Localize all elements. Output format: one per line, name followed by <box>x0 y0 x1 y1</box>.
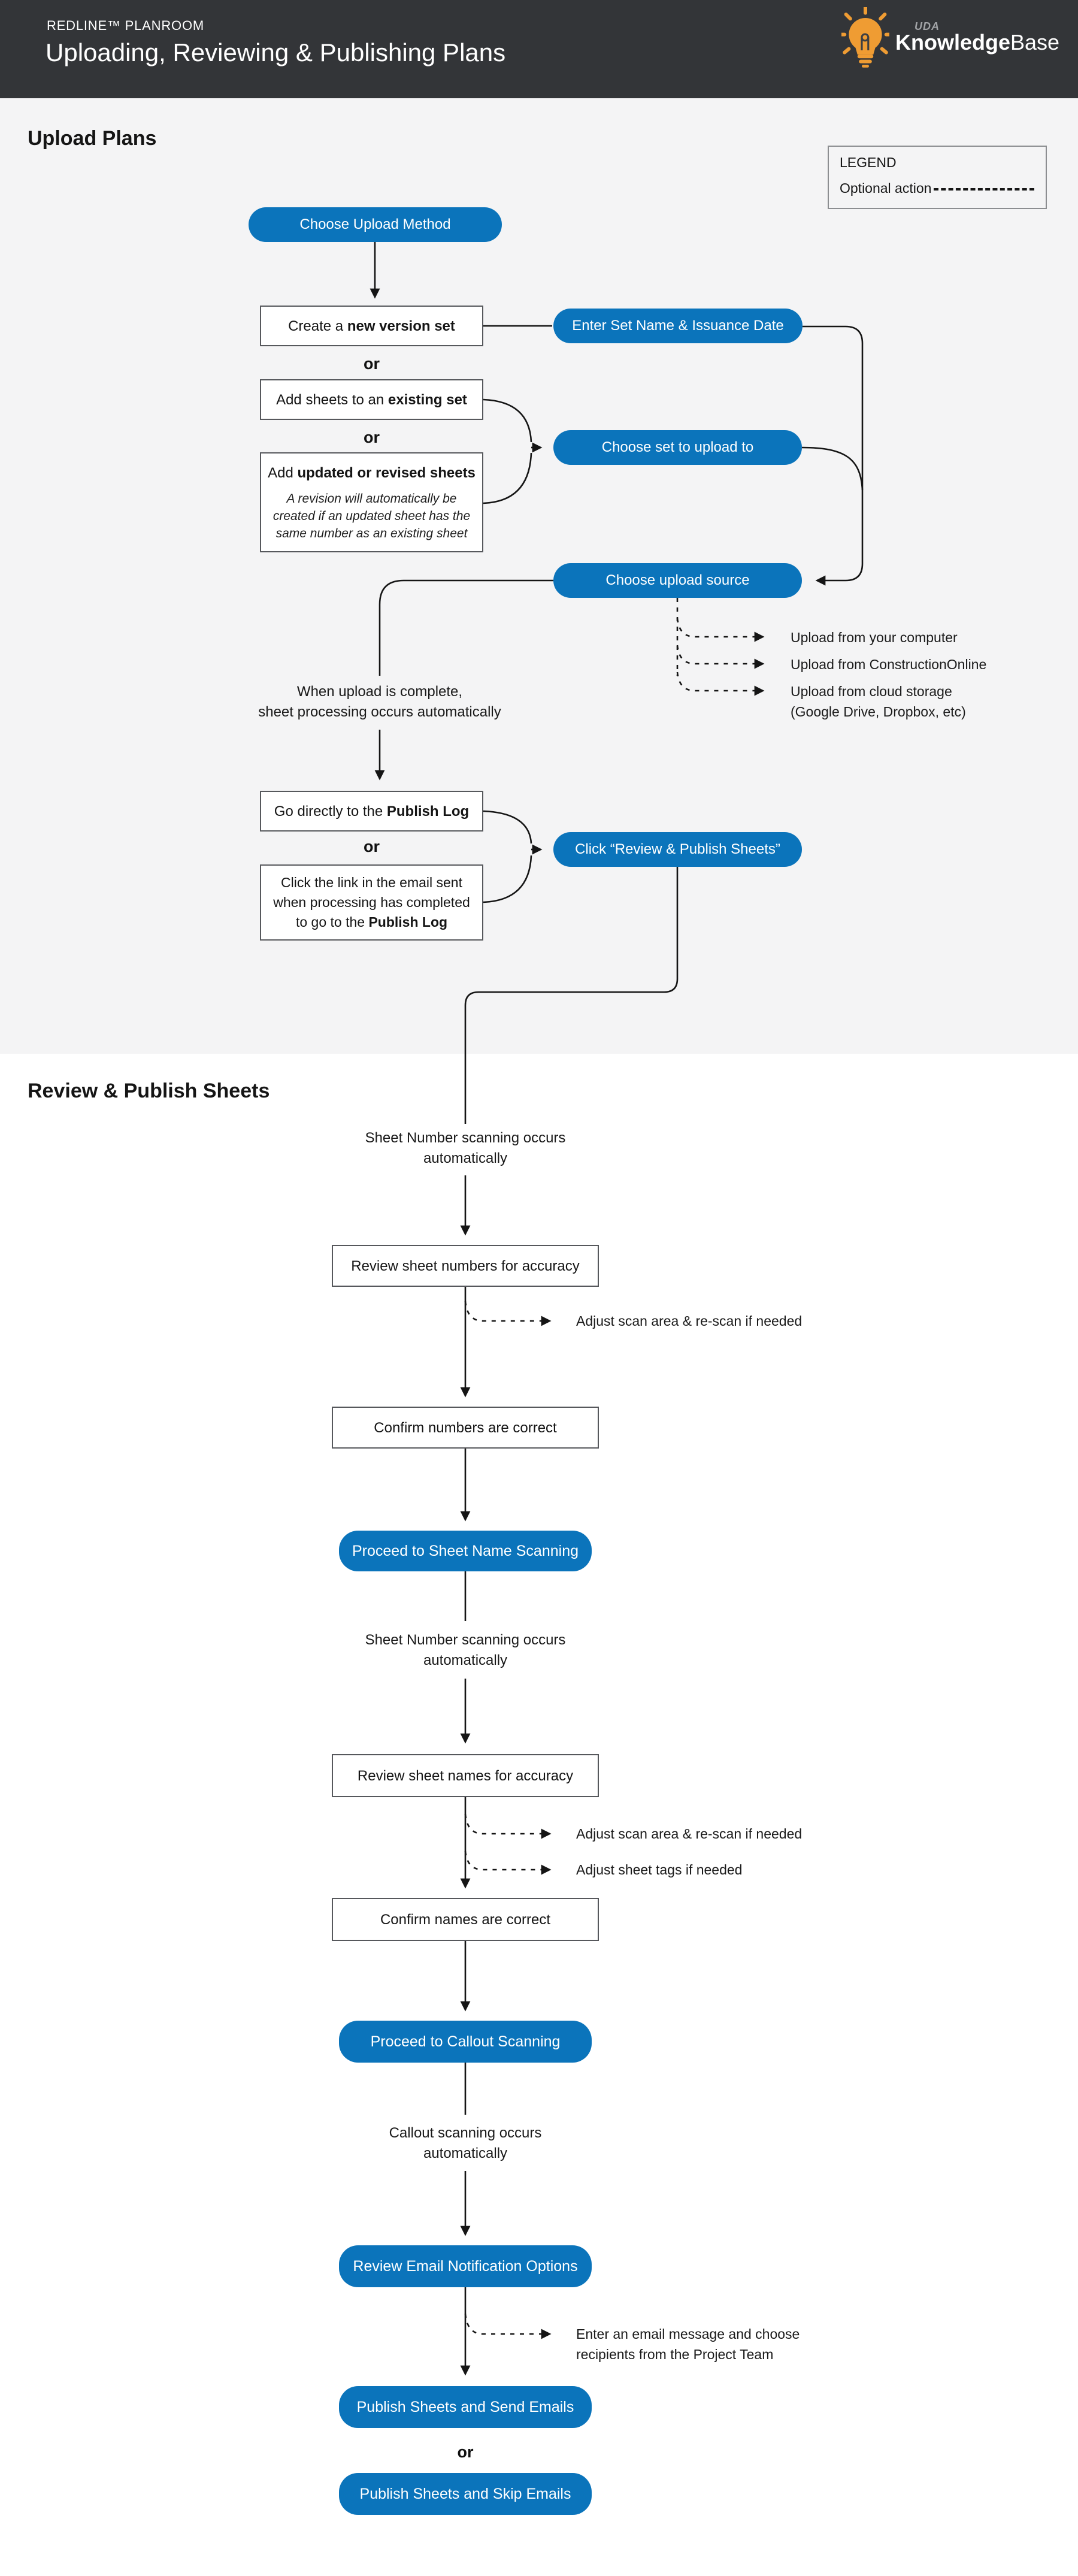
adjust-sheet-tags-note: Adjust sheet tags if needed <box>576 1862 743 1877</box>
adjust-rescan-note-2: Adjust scan area & re-scan if needed <box>576 1826 803 1842</box>
choose-upload-source-button[interactable]: Choose upload source <box>553 563 802 598</box>
legend-optional-action-label: Optional action <box>840 180 932 196</box>
confirm-names-step: Confirm names are correct <box>332 1898 599 1941</box>
legend-box: LEGEND Optional action <box>828 146 1047 209</box>
choose-set-upload-button[interactable]: Choose set to upload to <box>553 430 802 465</box>
publish-send-emails-button[interactable]: Publish Sheets and Send Emails <box>339 2386 592 2428</box>
create-new-version-set-step: Create a new version set <box>260 306 483 346</box>
review-publish-heading: Review & Publish Sheets <box>28 1080 270 1102</box>
confirm-numbers-step: Confirm numbers are correct <box>332 1407 599 1449</box>
legend-title: LEGEND <box>840 155 897 170</box>
add-updated-sheets-step: Add updated or revised sheets A revision… <box>260 452 483 552</box>
revision-note: A revision will automatically be created… <box>272 492 471 540</box>
knowledgebase-logo: UDA KnowledgeBase <box>841 6 1063 84</box>
page-header: REDLINE™ PLANROOM Uploading, Reviewing &… <box>0 0 1078 98</box>
review-sheet-numbers-step: Review sheet numbers for accuracy <box>332 1245 599 1287</box>
logo-knowledgebase-text: KnowledgeBase <box>895 30 1060 55</box>
upload-plans-section <box>0 98 1078 1054</box>
add-sheets-existing-set-step: Add sheets to an existing set <box>260 379 483 420</box>
click-review-publish-button[interactable]: Click “Review & Publish Sheets” <box>553 832 802 867</box>
page-title: Uploading, Reviewing & Publishing Plans <box>46 38 506 66</box>
adjust-rescan-note-1: Adjust scan area & re-scan if needed <box>576 1313 803 1329</box>
sheet-number-scan-note-1: Sheet Number scanning occurs automatical… <box>365 1130 566 1166</box>
proceed-sheet-name-button[interactable]: Proceed to Sheet Name Scanning <box>339 1531 592 1571</box>
or-label-1: or <box>364 355 380 373</box>
upload-from-cloud-option: Upload from cloud storage (Google Drive,… <box>791 684 966 719</box>
or-label-4: or <box>457 2443 474 2461</box>
enter-set-name-button[interactable]: Enter Set Name & Issuance Date <box>553 309 803 343</box>
upload-from-constructiononline-option: Upload from ConstructionOnline <box>791 657 987 672</box>
or-label-2: or <box>364 428 380 446</box>
choose-upload-method-button[interactable]: Choose Upload Method <box>249 207 502 242</box>
or-label-3: or <box>364 837 380 855</box>
product-eyebrow: REDLINE™ PLANROOM <box>47 18 204 33</box>
email-message-note: Enter an email message and choose recipi… <box>576 2326 800 2362</box>
lightbulb-icon <box>841 7 889 68</box>
proceed-callout-button[interactable]: Proceed to Callout Scanning <box>339 2021 592 2063</box>
legend-dashed-line-sample <box>934 188 1034 191</box>
email-link-step: Click the link in the email sent when pr… <box>260 864 483 941</box>
callout-scan-note: Callout scanning occurs automatically <box>389 2125 542 2161</box>
upload-plans-heading: Upload Plans <box>28 127 157 150</box>
go-to-publish-log-step: Go directly to the Publish Log <box>260 791 483 832</box>
upload-from-computer-option: Upload from your computer <box>791 630 958 645</box>
review-email-options-button[interactable]: Review Email Notification Options <box>339 2245 592 2287</box>
review-sheet-names-step: Review sheet names for accuracy <box>332 1754 599 1797</box>
sheet-number-scan-note-2: Sheet Number scanning occurs automatical… <box>365 1632 566 1668</box>
logo-uda-text: UDA <box>915 20 940 32</box>
processing-note: When upload is complete, sheet processin… <box>258 684 501 720</box>
publish-skip-emails-button[interactable]: Publish Sheets and Skip Emails <box>339 2473 592 2515</box>
